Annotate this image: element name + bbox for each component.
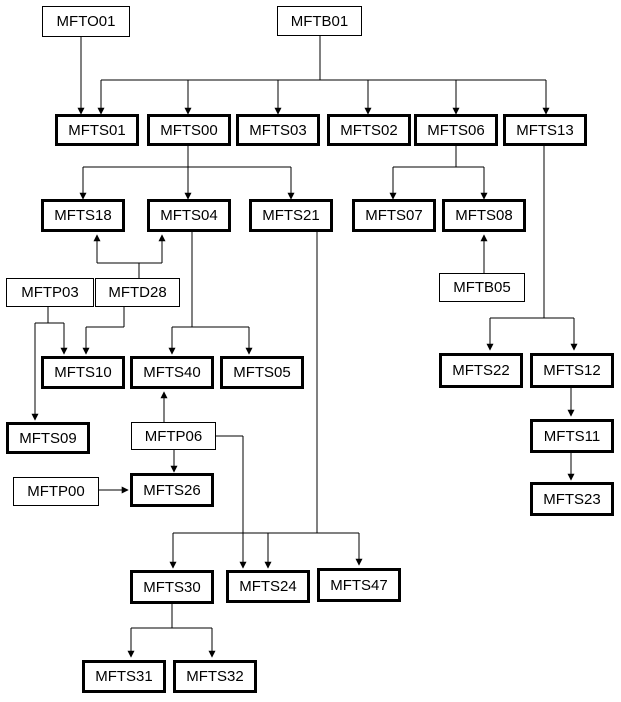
node-mfts23: MFTS23 [530,482,614,516]
node-mfts05: MFTS05 [220,356,304,389]
node-mfts13: MFTS13 [503,114,587,146]
node-mfts11: MFTS11 [530,419,614,453]
node-mfts02: MFTS02 [327,114,411,146]
node-mfts07: MFTS07 [352,199,436,232]
node-mfts00: MFTS00 [147,114,231,146]
node-mfts22: MFTS22 [439,353,523,388]
node-mfts10: MFTS10 [41,356,125,389]
node-mfts03: MFTS03 [236,114,320,146]
node-mftp00: MFTP00 [13,477,99,506]
node-mfts08: MFTS08 [442,199,526,232]
node-mfts26: MFTS26 [130,473,214,507]
node-mfts12: MFTS12 [530,353,614,388]
node-mftp06: MFTP06 [131,422,216,450]
node-mfto01: MFTO01 [42,6,130,37]
node-mfts47: MFTS47 [317,568,401,602]
node-mfts04: MFTS04 [147,199,231,232]
node-mfts32: MFTS32 [173,660,257,693]
node-mftp03: MFTP03 [6,278,94,307]
node-mfts06: MFTS06 [414,114,498,146]
node-mfts21: MFTS21 [249,199,333,232]
node-mfts09: MFTS09 [6,422,90,454]
node-mftb05: MFTB05 [439,273,525,302]
node-mftd28: MFTD28 [95,278,180,307]
node-mftb01: MFTB01 [277,6,362,36]
node-mfts30: MFTS30 [130,570,214,604]
node-mfts24: MFTS24 [226,570,310,603]
node-mfts40: MFTS40 [130,356,214,389]
node-mfts18: MFTS18 [41,199,125,232]
node-mfts01: MFTS01 [55,114,139,146]
node-mfts31: MFTS31 [82,660,166,693]
